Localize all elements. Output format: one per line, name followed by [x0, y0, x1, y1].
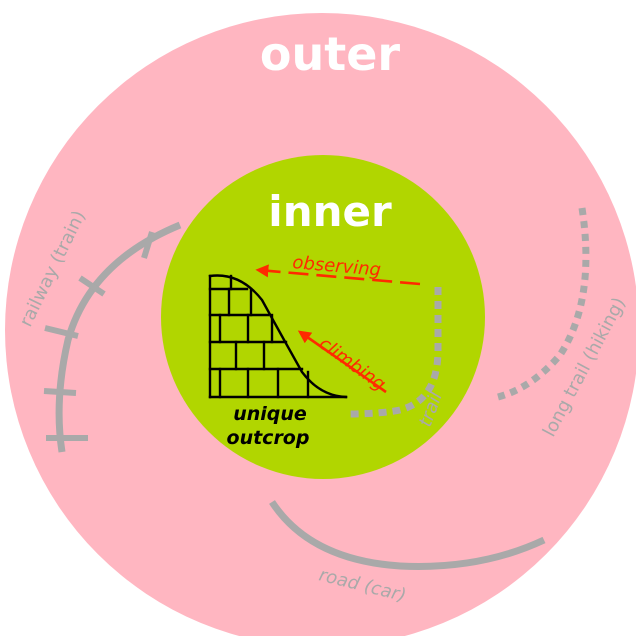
outcrop-label-line1: unique [233, 403, 307, 425]
outer-label: outer [260, 27, 401, 81]
climbing-arrow [297, 330, 387, 394]
road-arc-icon [269, 500, 546, 570]
brick-cliff-icon [208, 274, 348, 399]
trail-dotted-path-icon [345, 287, 442, 418]
inner-label: inner [268, 187, 392, 236]
long-trail-dotted-path-icon [493, 207, 590, 402]
outcrop-label-line2: outcrop [227, 427, 310, 449]
railway-track-icon [43, 221, 182, 453]
